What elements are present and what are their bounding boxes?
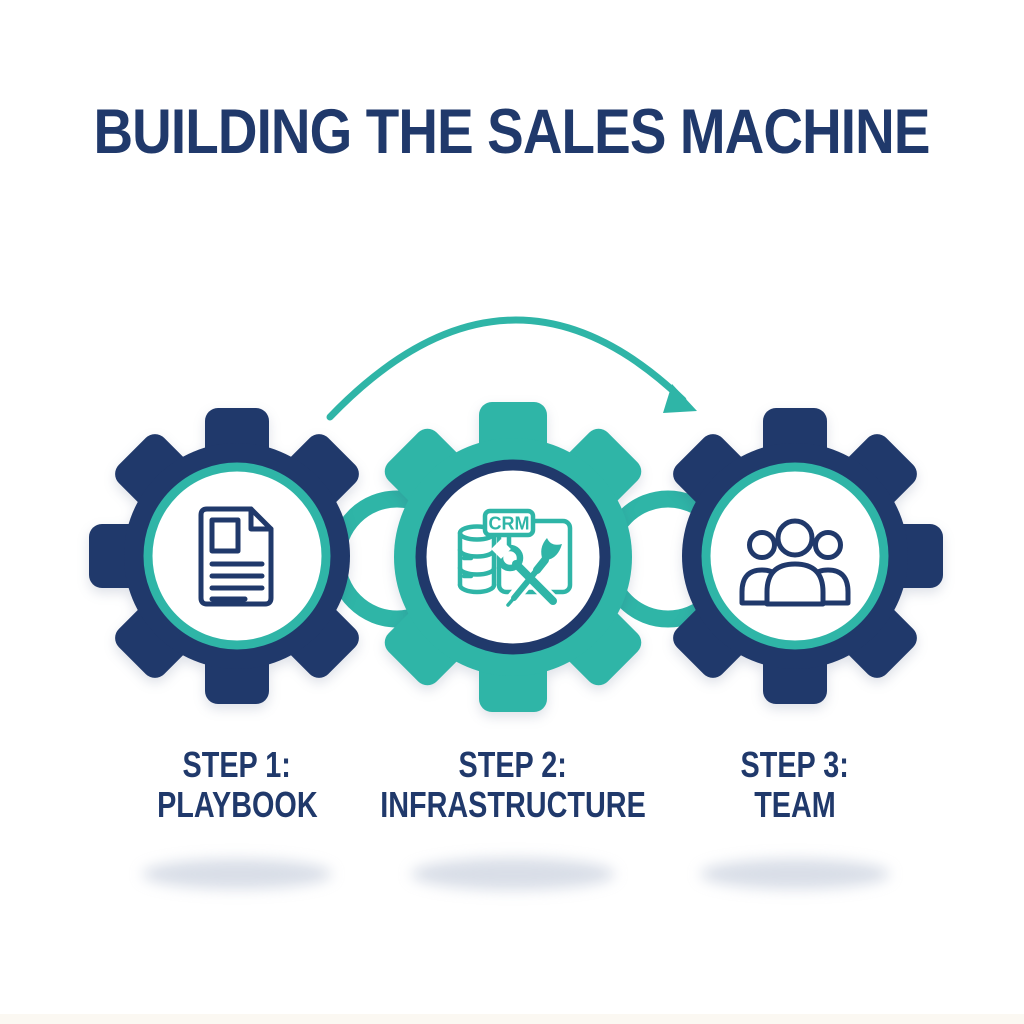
ground-shadow	[700, 859, 890, 889]
page-title: BUILDING THE SALES MACHINE	[0, 96, 1024, 168]
step-1-label: STEP 1: PLAYBOOK	[77, 744, 397, 826]
page-title-text: BUILDING THE SALES MACHINE	[93, 97, 931, 167]
crm-system-tools-icon: CRM	[457, 508, 573, 608]
step-1-name: PLAYBOOK	[156, 784, 318, 826]
step-2-label: STEP 2: INFRASTRUCTURE	[333, 744, 693, 826]
step-3-label: STEP 3: TEAM	[635, 744, 955, 826]
gear-step-2: CRM	[379, 402, 647, 712]
crm-label: CRM	[489, 514, 530, 534]
gear-inner-ring	[415, 459, 611, 655]
step-1-number: STEP 1:	[182, 744, 292, 785]
gear-step-1	[89, 408, 365, 704]
ground-shadow	[411, 858, 615, 890]
ground-shadow	[142, 859, 332, 889]
wrench-jaw	[541, 538, 562, 561]
crm-tag: CRM	[482, 508, 536, 548]
step-2-number: STEP 2:	[458, 744, 568, 785]
step-3-number: STEP 3:	[740, 744, 850, 785]
step-2-name: INFRASTRUCTURE	[380, 784, 646, 826]
step-3-name: TEAM	[754, 784, 836, 826]
ground-shadows	[142, 858, 890, 890]
floor-strip	[0, 1014, 1024, 1024]
flow-arrow	[326, 316, 697, 421]
gear-step-3	[667, 408, 943, 704]
gear-inner-ring	[143, 462, 331, 650]
document-icon	[198, 506, 274, 607]
team-icon	[739, 518, 851, 607]
